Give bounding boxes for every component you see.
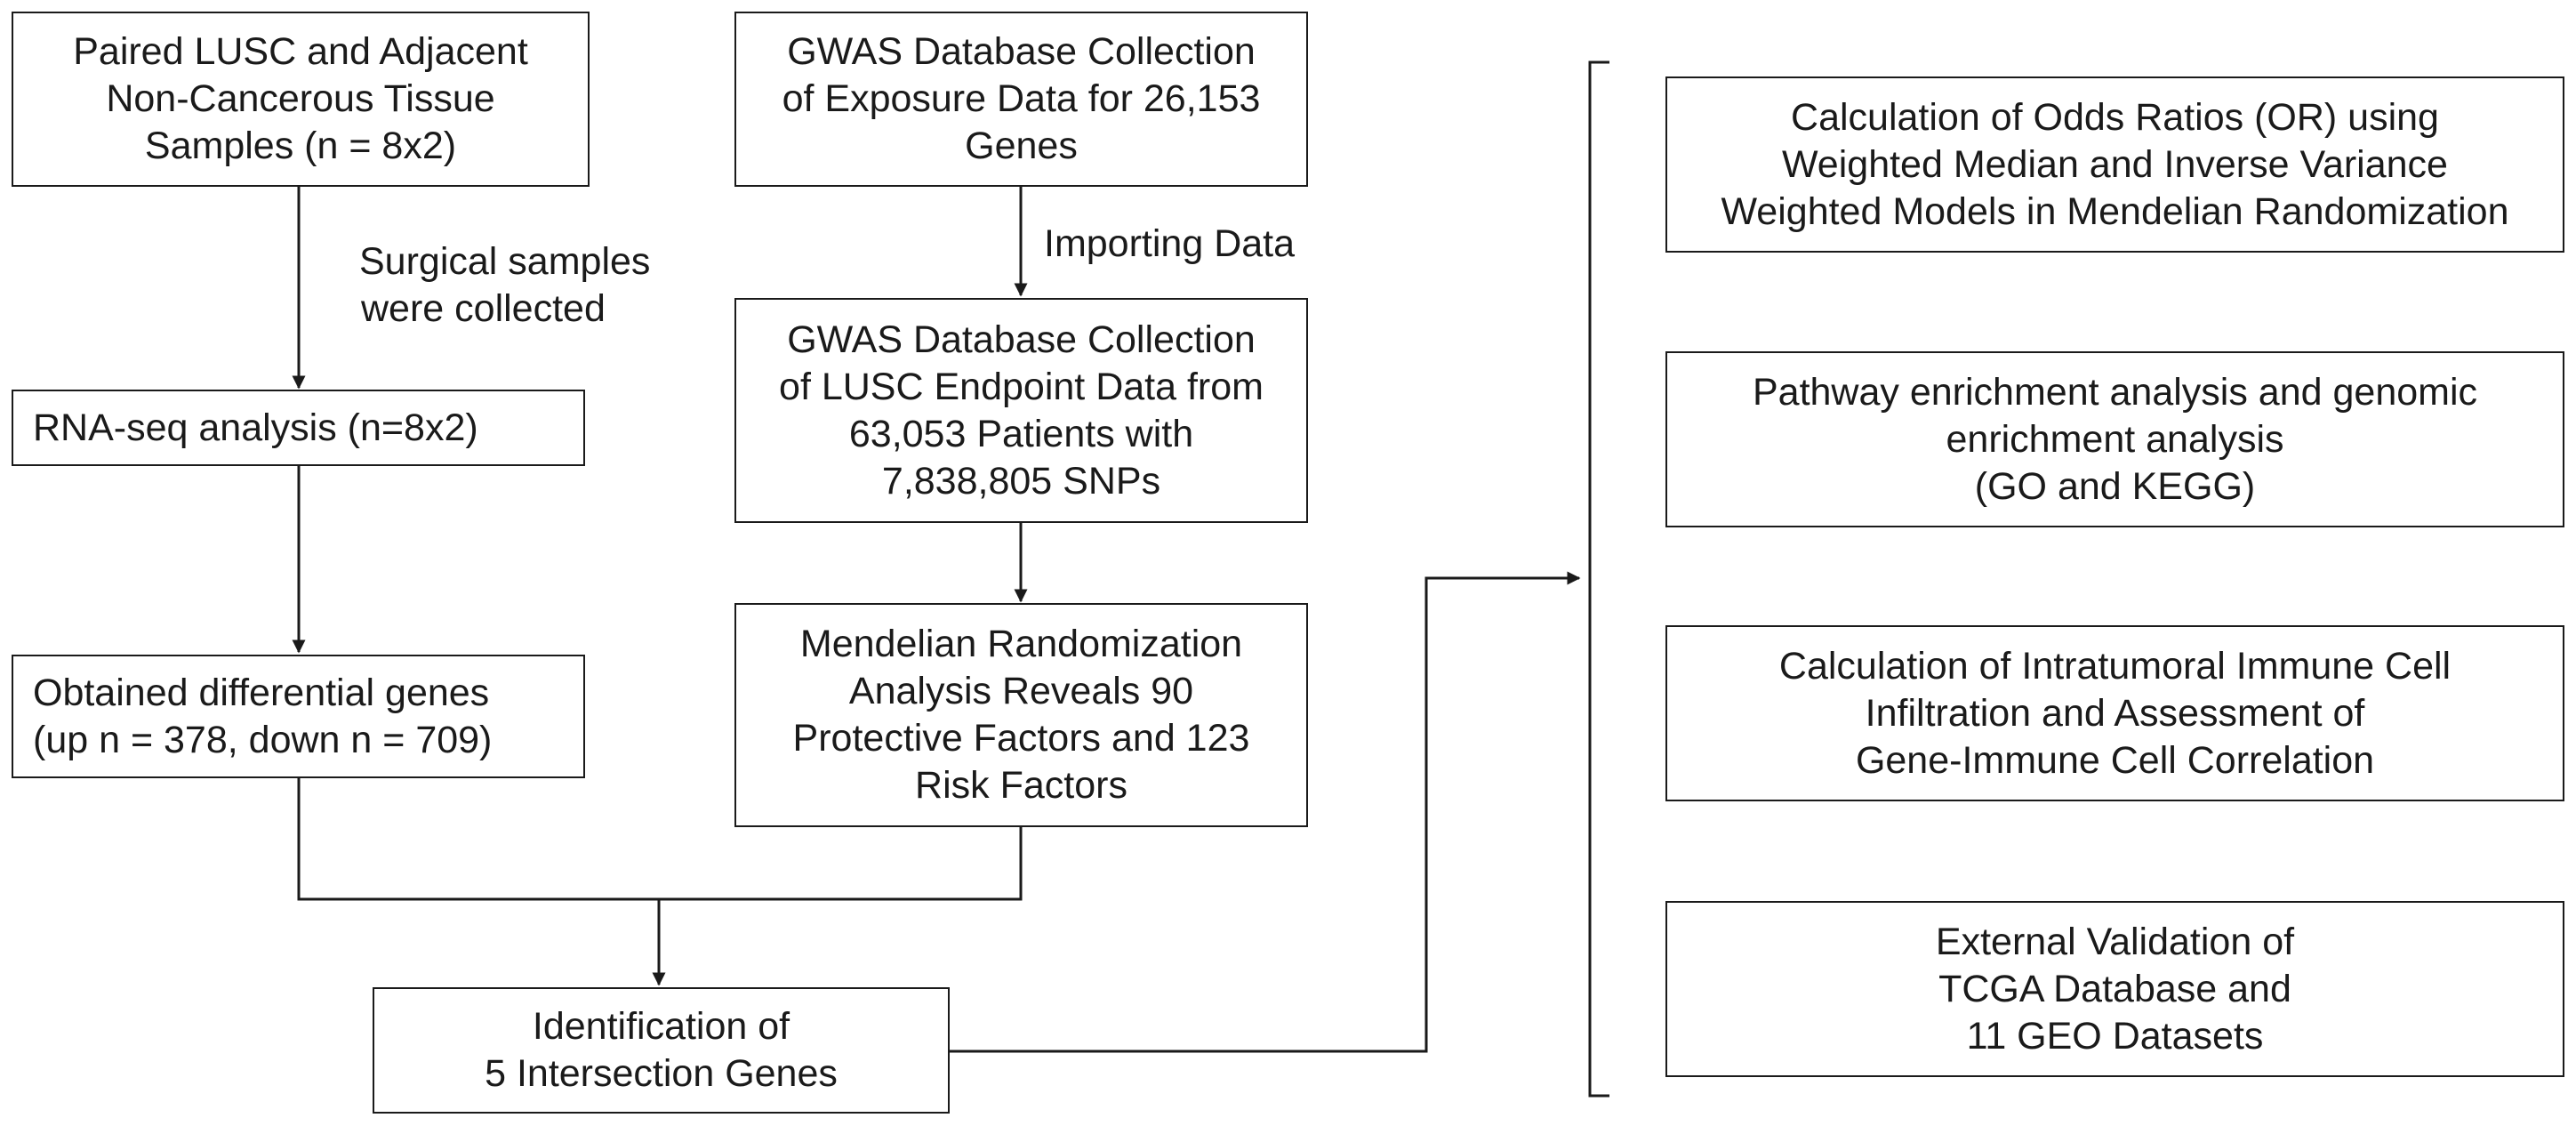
gwas-endpoint-box: GWAS Database Collection of LUSC Endpoin…: [734, 298, 1308, 523]
box-text-line: enrichment analysis: [1946, 417, 2284, 461]
box-text-line: External Validation of: [1935, 920, 2295, 963]
box-text-line: 5 Intersection Genes: [485, 1052, 838, 1095]
box-text-line: 11 GEO Datasets: [1966, 1014, 2264, 1058]
box-text-line: of LUSC Endpoint Data from: [779, 365, 1264, 408]
box-text-line: Calculation of Intratumoral Immune Cell: [1778, 644, 2452, 688]
box-text-line: Protective Factors and 123: [792, 717, 1250, 760]
box-text-line: Risk Factors: [915, 764, 1128, 807]
box-text-line: GWAS Database Collection: [787, 318, 1256, 361]
box-text-line: RNA-seq analysis (n=8x2): [33, 406, 478, 449]
box-text-line: Obtained differential genes: [33, 671, 490, 714]
intersection-genes-box: Identification of 5 Intersection Genes: [373, 987, 950, 1114]
importing-data-label: Importing Data: [1044, 221, 1295, 268]
differential-genes-box: Obtained differential genes (up n = 378,…: [12, 655, 585, 778]
arrow-intersection-to-bracket: [950, 571, 1581, 1053]
box-text-line: (GO and KEGG): [1974, 464, 2256, 508]
box-text-line: GWAS Database Collection: [787, 30, 1256, 73]
immune-infiltration-box: Calculation of Intratumoral Immune Cell …: [1665, 625, 2564, 801]
box-text-line: Gene-Immune Cell Correlation: [1855, 738, 2375, 782]
external-validation-box: External Validation of TCGA Database and…: [1665, 901, 2564, 1077]
box-text-line: Samples (n = 8x2): [144, 125, 457, 167]
box-text-line: Genes: [965, 125, 1078, 167]
surgical-samples-label: Surgical samples were collected: [359, 238, 650, 333]
box-text-line: Pathway enrichment analysis and genomic: [1752, 370, 2478, 414]
box-text-line: Calculation of Odds Ratios (OR) using: [1791, 95, 2439, 139]
box-text-line: Analysis Reveals 90: [848, 670, 1194, 712]
label-line: were collected: [361, 287, 606, 330]
pathway-enrichment-box: Pathway enrichment analysis and genomic …: [1665, 351, 2564, 527]
label-line: Importing Data: [1044, 222, 1296, 265]
odds-ratios-box: Calculation of Odds Ratios (OR) using We…: [1665, 76, 2564, 253]
box-text-line: (up n = 378, down n = 709): [33, 718, 493, 761]
box-text-line: Weighted Median and Inverse Variance: [1782, 142, 2448, 186]
mendelian-randomization-box: Mendelian Randomization Analysis Reveals…: [734, 603, 1308, 827]
merge-line-mr: [659, 827, 1023, 901]
box-text-line: 63,053 Patients with: [848, 412, 1194, 455]
rna-seq-box: RNA-seq analysis (n=8x2): [12, 390, 585, 466]
box-text-line: Mendelian Randomization: [799, 623, 1243, 665]
box-text-line: TCGA Database and: [1938, 967, 2291, 1010]
box-text-line: of Exposure Data for 26,153: [782, 77, 1261, 120]
box-text-line: Paired LUSC and Adjacent: [73, 30, 528, 73]
lusc-samples-box: Paired LUSC and Adjacent Non-Cancerous T…: [12, 12, 590, 187]
box-text-line: Non-Cancerous Tissue: [106, 77, 495, 120]
box-text-line: Identification of: [532, 1005, 790, 1048]
gwas-exposure-box: GWAS Database Collection of Exposure Dat…: [734, 12, 1308, 187]
merge-line-diffgenes: [297, 778, 659, 901]
box-text-line: Infiltration and Assessment of: [1865, 691, 2365, 735]
right-bracket: [1588, 60, 1609, 1098]
box-text-line: Weighted Models in Mendelian Randomizati…: [1721, 189, 2509, 233]
box-text-line: 7,838,805 SNPs: [881, 459, 1161, 503]
label-line: Surgical samples: [359, 240, 651, 283]
